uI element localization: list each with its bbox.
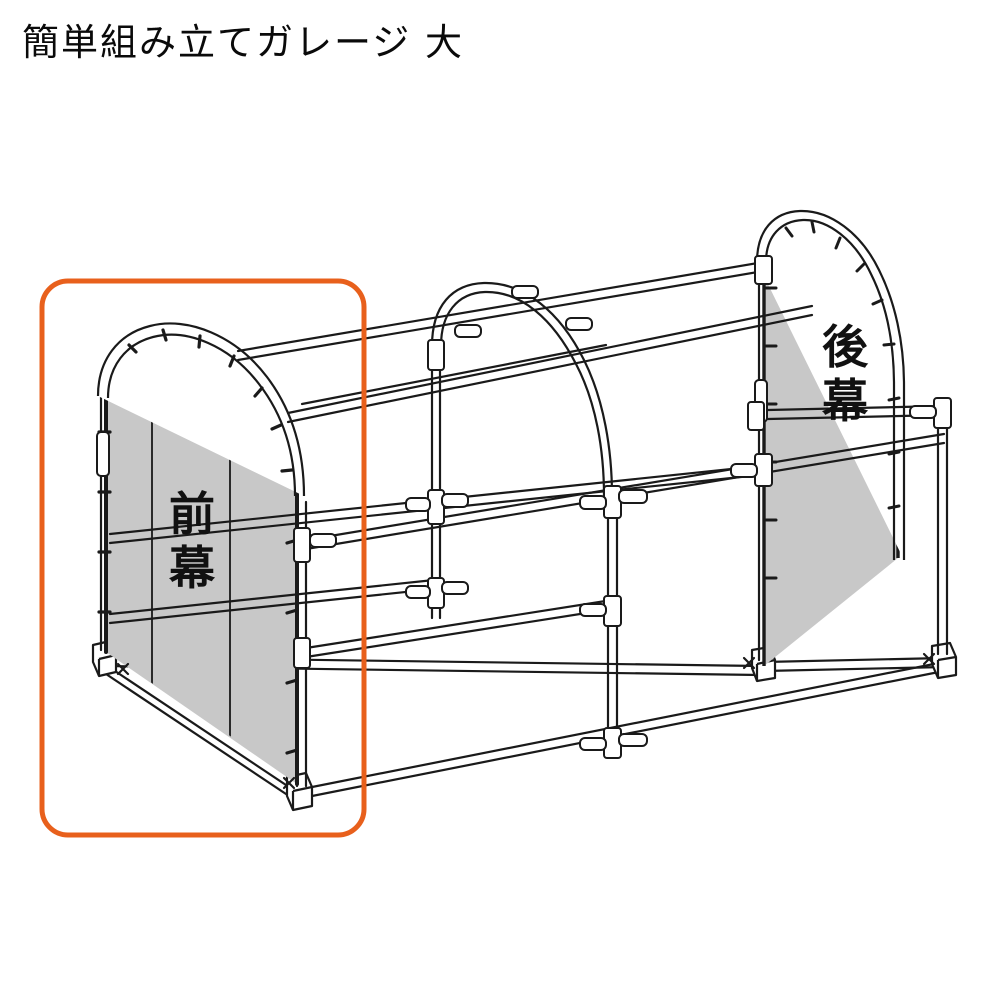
sleeve-roof-3 bbox=[565, 317, 593, 331]
sleeve-roof-2 bbox=[511, 285, 539, 299]
pipe-connectors-group bbox=[293, 255, 952, 759]
mid-rail-near bbox=[304, 432, 946, 542]
roof-rail-near bbox=[300, 343, 608, 406]
connector-middle-near-top bbox=[579, 485, 648, 519]
connector-middle-left-low bbox=[405, 577, 469, 609]
base-rail-front-bottom bbox=[300, 660, 946, 791]
connector-rear-left-railjoint bbox=[747, 401, 765, 431]
rear-arch-pipe-inner bbox=[764, 218, 896, 560]
base-tie-marks bbox=[116, 652, 936, 790]
rear-curtain-label-line2: 幕 bbox=[821, 374, 869, 428]
connector-middle-left-mid bbox=[405, 489, 469, 525]
connector-middle-near-low bbox=[579, 595, 622, 627]
lower-rail-left bbox=[108, 578, 436, 616]
roof-rail-upper-front bbox=[286, 304, 814, 415]
base-rail-left bbox=[98, 659, 300, 795]
rear-curtain-label-line1: 後 bbox=[822, 320, 869, 374]
roof-rails-group bbox=[236, 260, 814, 424]
front-curtain-panel bbox=[96, 322, 306, 786]
post-rear-right bbox=[936, 410, 949, 656]
connector-middle-left-top bbox=[427, 339, 445, 371]
front-curtain-ties bbox=[97, 328, 299, 755]
corner-connector-right bbox=[930, 641, 958, 680]
connector-rear-left-mid bbox=[730, 453, 773, 487]
curtain-labels: 前 幕 後 幕 bbox=[168, 320, 869, 595]
connector-rear-right-mid bbox=[909, 397, 952, 429]
middle-hoop-group bbox=[430, 281, 614, 498]
roof-rail-upper-back bbox=[236, 260, 766, 353]
middle-hoop-inner bbox=[439, 290, 606, 498]
middle-hoop-outer bbox=[430, 281, 614, 498]
rear-arch-pipe-outer bbox=[755, 209, 906, 560]
connector-middle-near-bottom bbox=[579, 727, 648, 759]
illustration-artwork: 前 幕 後 幕 bbox=[39, 209, 958, 838]
connector-front-near-mid bbox=[293, 527, 337, 563]
connector-rear-left-top bbox=[754, 255, 773, 285]
front-curtain-highlight-box bbox=[39, 278, 367, 838]
front-curtain-clip bbox=[96, 431, 110, 477]
front-arch-pipe-outer bbox=[96, 322, 306, 497]
post-middle-left bbox=[430, 342, 442, 620]
connector-front-near-low bbox=[293, 637, 311, 669]
sleeve-roof-1 bbox=[454, 324, 482, 338]
front-curtain-label-line1: 前 bbox=[169, 487, 215, 541]
front-curtain-label-line2: 幕 bbox=[168, 541, 216, 595]
lower-rail-near bbox=[304, 598, 614, 650]
rear-curtain-panel bbox=[754, 209, 906, 666]
base-rail-rear-right bbox=[762, 656, 946, 664]
lower-rails-group bbox=[108, 578, 614, 659]
front-arch-pipe-inner bbox=[106, 333, 297, 497]
page-title: 簡単組み立てガレージ 大 bbox=[22, 21, 465, 64]
